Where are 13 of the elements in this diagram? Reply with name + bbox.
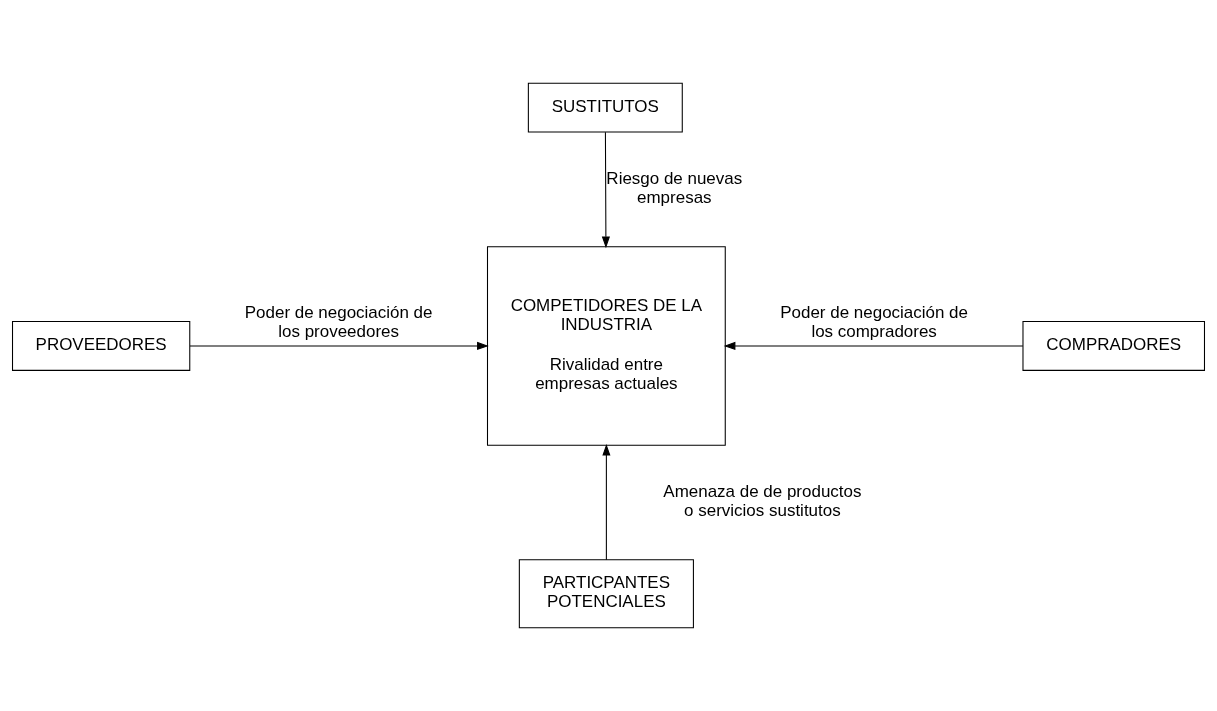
edge-label: Poder de negociación de los proveedores — [244, 303, 433, 342]
arrow — [602, 443, 611, 561]
arrow — [601, 131, 610, 249]
edge-label: Poder de negociación de los compradores — [780, 303, 968, 342]
node-box: PROVEEDORES — [12, 321, 191, 371]
edge-label: Riesgo de nuevas empresas — [606, 168, 743, 207]
arrow — [189, 341, 489, 351]
node-box: COMPRADORES — [1022, 321, 1205, 371]
node-box: SUSTITUTOS — [527, 82, 683, 133]
arrow — [723, 341, 1024, 351]
edge-label: Amenaza de de productos o servicios sustitutos — [663, 481, 862, 521]
node-box: COMPETIDORES DE LA INDUSTRIA Rivalidad entre empresas actuales — [486, 246, 726, 446]
node-box: PARTICPANTES POTENCIALES — [518, 559, 694, 629]
